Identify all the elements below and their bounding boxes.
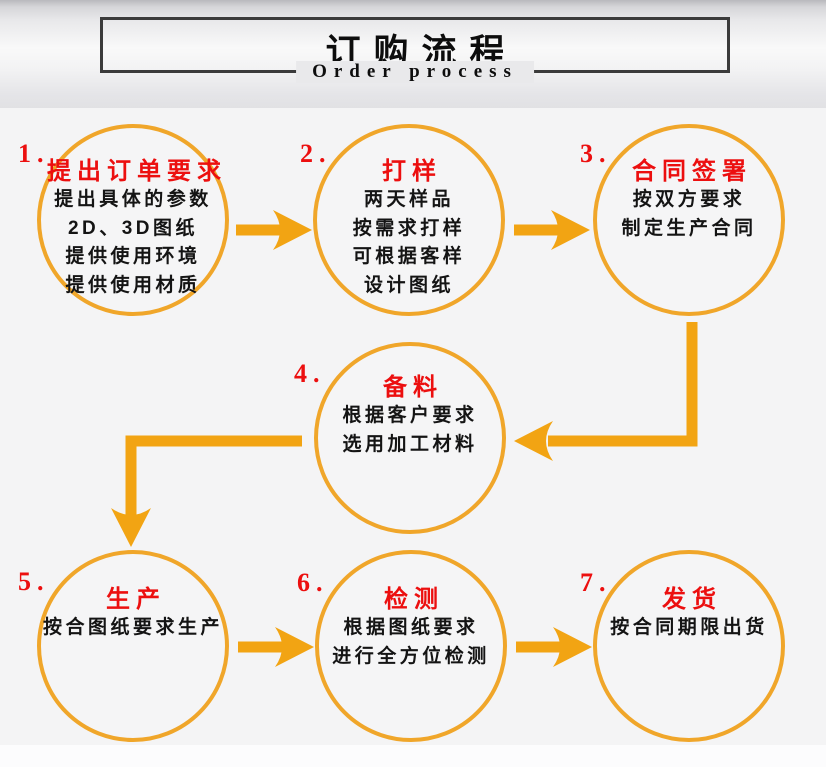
step-number-4: 4.	[294, 359, 326, 388]
step-line: 提供使用材质	[65, 274, 201, 296]
step-title: 备料	[383, 374, 443, 401]
step-number-7: 7.	[580, 568, 612, 597]
arrow-step3-to-step4	[514, 322, 698, 461]
step-line: 设计图纸	[363, 274, 454, 296]
step-line: 提出具体的参数	[54, 189, 212, 210]
header-box: 订购流程 Order process	[100, 17, 730, 83]
step-line: 选用加工材料	[342, 433, 478, 455]
step-number-6: 6.	[297, 568, 329, 597]
arrow-step5-to-step6	[238, 627, 314, 667]
arrow-step1-to-step2	[236, 210, 312, 250]
process-step-7: 发货 按合同期限出货	[593, 550, 785, 742]
step-line: 按需求打样	[352, 217, 466, 239]
step-line: 可根据客样	[352, 246, 466, 267]
header-band: 订购流程 Order process	[0, 0, 826, 108]
process-step-3: 合同签署 按双方要求 制定生产合同	[593, 124, 785, 316]
step-number-3: 3.	[580, 139, 612, 168]
step-title: 提出订单要求	[47, 158, 227, 185]
bottom-strip	[0, 745, 826, 767]
step-line: 2D、3D图纸	[67, 217, 199, 239]
step-line: 根据图纸要求	[343, 617, 479, 638]
step-line: 根据客户要求	[342, 405, 478, 426]
step-title: 合同签署	[632, 158, 752, 185]
step-line: 按双方要求	[632, 189, 746, 210]
process-step-6: 检测 根据图纸要求 进行全方位检测	[315, 550, 507, 742]
step-number-2: 2.	[300, 139, 332, 168]
page-subtitle: Order process	[296, 61, 534, 83]
step-line: 按合图纸要求生产	[42, 617, 223, 638]
step-title: 生产	[106, 586, 166, 613]
step-line: 制定生产合同	[621, 217, 757, 239]
process-step-5: 生产 按合图纸要求生产	[37, 550, 229, 742]
step-line: 两天样品	[363, 189, 454, 210]
arrow-step6-to-step7	[516, 627, 592, 667]
step-line: 按合同期限出货	[610, 617, 768, 638]
process-step-2: 打样 两天样品 按需求打样 可根据客样 设计图纸	[313, 124, 505, 316]
step-title: 打样	[382, 158, 442, 185]
arrow-step2-to-step3	[514, 210, 590, 250]
arrow-step4-to-step5	[111, 435, 302, 547]
process-step-4: 备料 根据客户要求 选用加工材料	[314, 342, 506, 534]
step-title: 检测	[384, 586, 444, 613]
process-step-1: 提出订单要求 提出具体的参数 2D、3D图纸 提供使用环境 提供使用材质	[37, 124, 229, 316]
step-number-5: 5.	[18, 567, 50, 596]
step-title: 发货	[662, 586, 722, 613]
step-line: 进行全方位检测	[332, 645, 490, 667]
step-line: 提供使用环境	[65, 246, 201, 267]
step-number-1: 1.	[18, 139, 50, 168]
